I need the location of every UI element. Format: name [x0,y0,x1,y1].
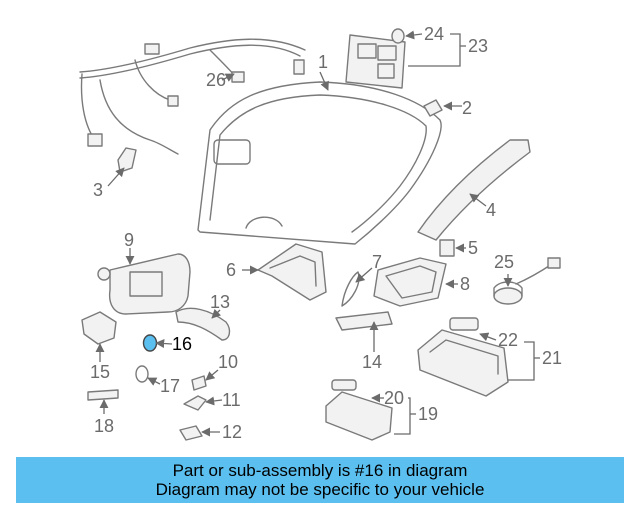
support-bracket-part [179,425,203,441]
seal-part [341,271,360,307]
callout-10: 10 [218,352,238,372]
lamp-assembly-part [325,379,393,441]
visor-holder-part [81,311,117,345]
clip-part [117,147,137,173]
banner-line-part: Part or sub-assembly is #16 in diagram [172,461,468,480]
callout-19: 19 [418,404,438,424]
callout-2: 2 [462,98,472,118]
callout-11: 11 [222,390,241,410]
callout-23: 23 [468,36,488,56]
ring-part [135,365,149,383]
callout-6: 6 [226,260,236,280]
handle-part [87,389,119,401]
bracket-assembly-part [335,311,393,331]
wiring-harness-part [79,38,306,155]
callout-17: 17 [160,376,180,396]
callout-4: 4 [486,200,496,220]
callout-12: 12 [222,422,242,442]
callout-8: 8 [460,274,470,294]
trim-clip-part [183,395,207,411]
callout-20: 20 [384,388,404,408]
highlighted-part-16[interactable] [142,334,158,352]
plug-part [439,239,455,257]
callout-13: 13 [210,292,230,312]
callout-7: 7 [372,252,382,272]
callout-21: 21 [542,348,562,368]
callout-16: 16 [172,334,192,354]
dome-light-part [345,28,406,89]
callout-labels: 1 2 3 4 5 6 7 8 9 10 11 12 13 14 15 16 1… [90,24,562,442]
bracket-part [423,99,443,117]
banner-line-disclaimer: Diagram may not be specific to your vehi… [155,480,485,499]
callout-18: 18 [94,416,114,436]
leader-lines [95,30,540,437]
sun-visor-part [97,253,191,315]
callout-15: 15 [90,362,110,382]
pillar-trim-part [417,139,531,241]
retainer-clip-part [191,375,207,391]
callout-1: 1 [318,52,328,72]
housing-part [373,257,447,307]
callout-26: 26 [206,70,226,90]
part-info-banner: Part or sub-assembly is #16 in diagram D… [16,457,624,503]
callout-5: 5 [468,238,478,258]
callout-9: 9 [124,230,134,250]
callout-14: 14 [362,352,382,372]
callout-25: 25 [494,252,514,272]
headliner-part [197,81,442,245]
callout-22: 22 [498,330,518,350]
reading-lamp-part [417,317,509,397]
parts-diagram: 1 2 3 4 5 6 7 8 9 10 11 12 13 14 15 16 1… [79,24,562,442]
callout-24: 24 [424,24,444,44]
callout-3: 3 [93,180,103,200]
mount-bracket-part [257,243,327,301]
